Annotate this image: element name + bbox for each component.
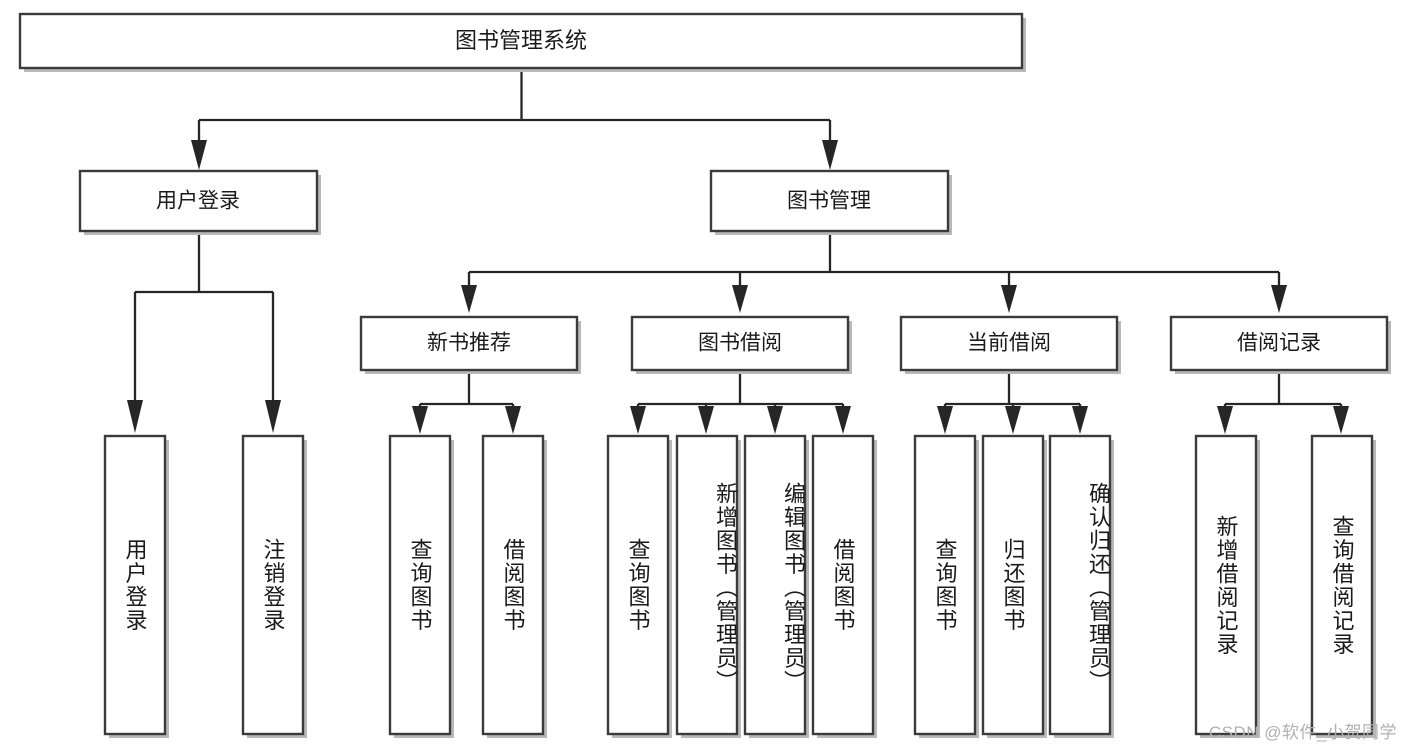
arrow-head-leaf-query-book-2 xyxy=(630,406,646,434)
arrow-head-leaf-query-book-3 xyxy=(937,406,953,434)
node-leaf-borrow-book-1[interactable] xyxy=(481,434,547,738)
arrow-head-leaf-query-book-1 xyxy=(412,406,428,434)
connector-group-root-to-level2 xyxy=(191,68,838,170)
connector-group-book-borrow-to-leaves xyxy=(630,374,851,434)
connector-group-current-borrow-to-leaves xyxy=(937,374,1088,434)
node-leaf-confirm-return[interactable] xyxy=(1048,434,1114,738)
node-borrow-record[interactable]: 借阅记录 xyxy=(1169,315,1391,374)
arrow-head-leaf-user-login xyxy=(127,400,143,433)
arrow-head-leaf-return-book xyxy=(1005,406,1021,434)
arrow-head-leaf-logout-login xyxy=(265,400,281,433)
node-label-current-borrow: 当前借阅 xyxy=(967,332,1051,355)
arrow-head-leaf-query-record xyxy=(1333,406,1349,434)
connector-group-new-book-recommend-to-leaves xyxy=(412,374,521,434)
node-leaf-borrow-book-2[interactable] xyxy=(811,434,877,738)
arrow-head-leaf-edit-book xyxy=(767,406,783,434)
node-label-user-login: 用户登录 xyxy=(156,190,240,213)
node-leaf-logout-login[interactable] xyxy=(241,434,307,738)
node-label-borrow-record: 借阅记录 xyxy=(1237,332,1321,355)
node-leaf-edit-book[interactable] xyxy=(743,434,809,738)
node-leaf-query-record[interactable] xyxy=(1310,434,1376,738)
node-leaf-return-book[interactable] xyxy=(981,434,1047,738)
node-leaf-add-book[interactable] xyxy=(675,434,741,738)
node-label-new-book-recommend: 新书推荐 xyxy=(427,332,511,355)
node-book-manage[interactable]: 图书管理 xyxy=(709,169,952,235)
arrow-head-leaf-borrow-book-1 xyxy=(505,406,521,434)
arrow-head-leaf-confirm-return xyxy=(1072,406,1088,434)
arrow-head-user-login xyxy=(191,140,207,170)
arrow-head-current-borrow xyxy=(1001,285,1017,313)
node-leaf-add-record[interactable] xyxy=(1194,434,1260,738)
arrow-head-leaf-borrow-book-2 xyxy=(835,406,851,434)
node-root-title[interactable]: 图书管理系统 xyxy=(18,12,1026,72)
csdn-watermark: CSDN @软件_小贺同学 xyxy=(1208,723,1397,742)
arrow-head-leaf-add-book xyxy=(698,406,714,434)
node-leaf-query-book-3[interactable] xyxy=(913,434,979,738)
arrow-head-new-book-recommend xyxy=(461,285,477,313)
node-user-login[interactable]: 用户登录 xyxy=(78,169,321,235)
node-label-book-borrow: 图书借阅 xyxy=(698,332,782,355)
connector-group-book-manage-to-level3 xyxy=(461,232,1287,313)
node-leaf-user-login[interactable] xyxy=(103,434,169,738)
connector-group-user-login-to-leaves xyxy=(127,232,281,433)
arrow-head-borrow-record xyxy=(1271,285,1287,313)
connector-group-borrow-record-to-leaves xyxy=(1217,374,1349,434)
node-label-book-manage: 图书管理 xyxy=(787,190,871,213)
arrow-head-book-manage xyxy=(822,140,838,170)
node-label-root: 图书管理系统 xyxy=(455,28,587,53)
node-leaf-query-book-1[interactable] xyxy=(388,434,454,738)
arrow-head-book-borrow xyxy=(732,285,748,313)
node-current-borrow[interactable]: 当前借阅 xyxy=(899,315,1121,374)
arrow-head-leaf-add-record xyxy=(1217,406,1233,434)
node-leaf-query-book-2[interactable] xyxy=(606,434,672,738)
node-book-borrow[interactable]: 图书借阅 xyxy=(630,315,852,374)
node-new-book-recommend[interactable]: 新书推荐 xyxy=(359,315,581,374)
